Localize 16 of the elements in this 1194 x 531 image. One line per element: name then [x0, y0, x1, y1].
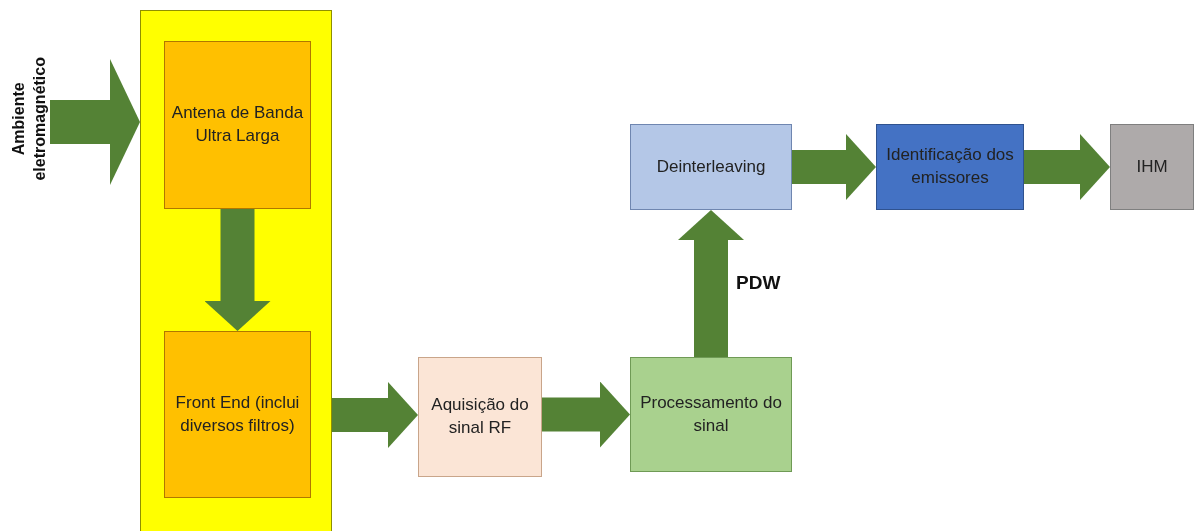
block-arrow — [542, 381, 630, 448]
process-box: Antena de Banda Ultra Larga — [164, 41, 311, 209]
process-box: Deinterleaving — [630, 124, 792, 210]
block-arrow — [792, 134, 876, 200]
process-box: IHM — [1110, 124, 1194, 210]
block-arrow — [332, 382, 418, 448]
input-band — [140, 10, 332, 531]
process-box: Identificação dos emissores — [876, 124, 1024, 210]
block-arrow — [678, 210, 744, 357]
process-box: Processamento do sinal — [630, 357, 792, 472]
process-box: Aquisição do sinal RF — [418, 357, 542, 477]
block-arrow — [1024, 134, 1110, 200]
block-arrow — [204, 209, 271, 331]
input-label: Ambiente eletromagnético — [9, 56, 49, 183]
block-arrow — [50, 59, 140, 185]
process-box: Front End (inclui diversos filtros) — [164, 331, 311, 498]
